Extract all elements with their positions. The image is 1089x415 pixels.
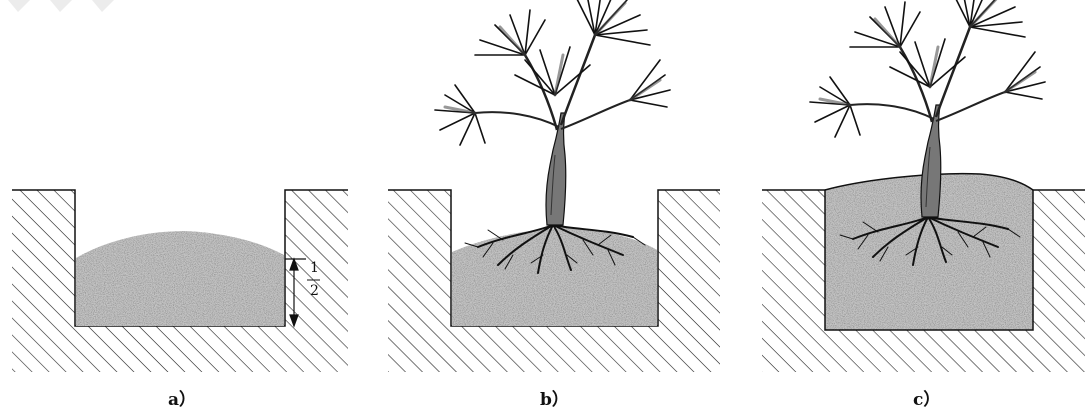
soil-mound bbox=[452, 228, 657, 326]
height-arrow bbox=[285, 257, 306, 328]
caption-a: a） bbox=[168, 389, 196, 410]
soil-fill bbox=[825, 173, 1033, 330]
panel-c: c） bbox=[762, 0, 1085, 410]
ground-outline bbox=[762, 189, 1085, 331]
soil-top-outline bbox=[824, 172, 1034, 191]
fraction-denominator: 2 bbox=[310, 283, 319, 299]
fraction-numerator: 1 bbox=[310, 260, 319, 276]
panel-b: b） bbox=[388, 0, 720, 410]
panel-a: 1 2 a） bbox=[12, 189, 348, 410]
soil-mound bbox=[76, 231, 284, 326]
caption-c: c） bbox=[913, 389, 940, 410]
ground-hatch bbox=[762, 190, 1085, 372]
palm-plant bbox=[433, 0, 672, 227]
caption-b: b） bbox=[540, 389, 569, 410]
watermark-logo bbox=[8, 0, 114, 12]
